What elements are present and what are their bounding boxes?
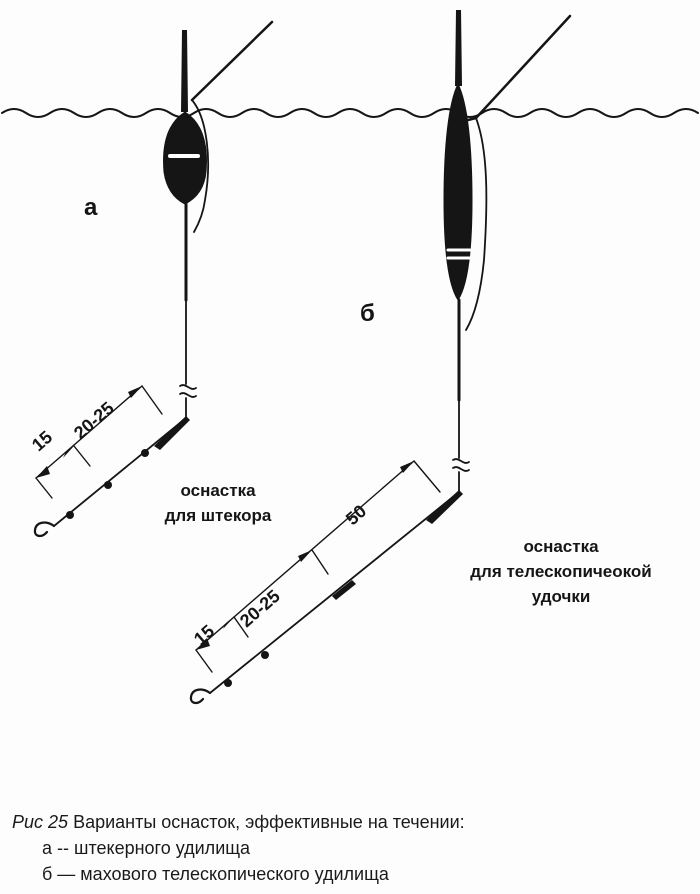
rig-a-arrow-end <box>128 386 142 398</box>
rig-b-hook <box>189 688 212 704</box>
rig-a-hook <box>33 521 56 537</box>
rig-b-side-line <box>465 117 488 331</box>
rig-b-arrow-mid1 <box>223 617 234 629</box>
caption-figure-number: Рис 25 <box>12 812 69 832</box>
water-surface-line <box>1 108 699 118</box>
rig-b-mid-shot <box>332 580 356 600</box>
rig-a-dim-tick-end <box>141 385 163 415</box>
rig-a <box>33 20 274 537</box>
rig-b-line-break <box>452 458 470 472</box>
rig-b-leader <box>209 491 460 694</box>
caption-line-b: б — махового телескопического удилища <box>42 864 389 884</box>
rig-a-title-line2: для штекора <box>164 506 272 525</box>
rig-b-sinker-bulk <box>426 490 463 524</box>
rig-b <box>189 10 572 704</box>
rig-b-title-line1: оснастка <box>523 537 599 556</box>
rig-a-arrow-start <box>36 466 50 478</box>
rig-a-shot <box>66 511 74 519</box>
rig-b-dim-tick-mid2 <box>311 549 329 575</box>
rig-b-arrow-start <box>196 638 210 650</box>
rig-b-dim-tick-mid1 <box>233 616 249 638</box>
rig-a-dim-line <box>35 385 143 479</box>
rig-a-side-line <box>191 99 209 233</box>
rig-a-sinker <box>141 449 149 457</box>
rig-a-title-line1: оснастка <box>180 481 256 500</box>
rig-a-title: оснастка для штекора <box>138 478 298 528</box>
rig-b-dim-tick-start <box>195 649 213 673</box>
rig-b-arrow-end <box>400 461 414 473</box>
label-a: а <box>84 194 98 221</box>
rig-a-line-break <box>179 384 197 398</box>
rig-a-dropper <box>104 481 112 489</box>
rig-a-sinker-bulk <box>154 416 190 450</box>
caption-text: Варианты оснасток, эффективные на течени… <box>73 812 465 832</box>
rig-b-title-line3: удочки <box>531 587 591 606</box>
caption-line-a: а -- штекерного удилища <box>42 838 251 858</box>
rig-a-rod-line <box>190 20 274 102</box>
rig-a-dim-tick-start <box>35 477 53 499</box>
rig-a-leader <box>53 417 187 527</box>
rig-b-dim-tick-end <box>413 460 441 493</box>
rig-b-shot <box>224 679 232 687</box>
rig-a-float-antenna <box>181 30 188 112</box>
rig-b-float-antenna <box>455 10 462 86</box>
figure-caption: Рис 25 Варианты оснасток, эффективные на… <box>12 809 692 887</box>
rig-b-dropper <box>261 651 269 659</box>
rig-a-arrow-mid <box>63 446 74 458</box>
caption-title-row: Рис 25 Варианты оснасток, эффективные на… <box>12 809 692 835</box>
label-b: б <box>360 300 375 327</box>
rig-b-rod-line <box>474 14 572 120</box>
rig-b-title-line2: для телескопичеокой <box>470 562 652 581</box>
rig-b-arrow-mid2 <box>298 550 312 562</box>
rig-b-title: оснастка для телескопичеокой удочки <box>426 534 696 609</box>
rig-b-float-ring <box>450 116 478 126</box>
rig-a-dim-tick-mid <box>73 445 91 467</box>
